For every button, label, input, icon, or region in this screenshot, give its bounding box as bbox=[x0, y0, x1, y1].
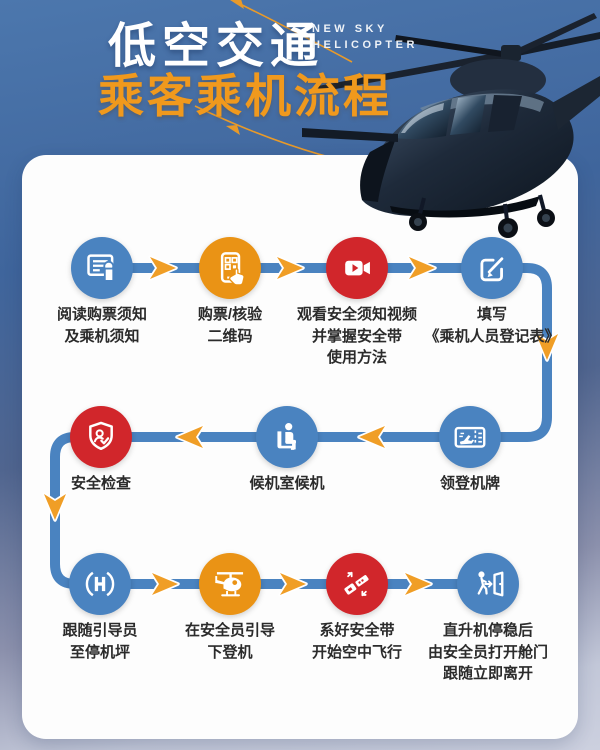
helicopter-image bbox=[302, 13, 600, 238]
step-board-helicopter-label: 在安全员引导 下登机 bbox=[184, 622, 275, 661]
seatbelt-icon bbox=[344, 571, 369, 597]
step-read-notice-circle bbox=[71, 237, 133, 299]
boarding-pass-icon bbox=[454, 426, 486, 448]
step-buy-ticket-label: 购票/核验 二维码 bbox=[197, 306, 263, 345]
helicopter-icon bbox=[215, 572, 244, 597]
waiting-seat-icon bbox=[277, 423, 296, 450]
brand-text: NEW SKY HELICOPTER bbox=[312, 21, 418, 53]
brand-line2: HELICOPTER bbox=[312, 39, 418, 51]
step-buy-ticket-circle bbox=[199, 237, 261, 299]
helipad-icon bbox=[85, 571, 115, 597]
step-read-notice-label: 阅读购票须知 及乘机须知 bbox=[56, 306, 147, 345]
step-fasten-seatbelt-label: 系好安全带 开始空中飞行 bbox=[311, 622, 402, 661]
step-safety-video-label: 观看安全须知视频 并掌握安全带 使用方法 bbox=[296, 306, 417, 366]
step-fill-form-circle bbox=[461, 237, 523, 299]
step-fasten-seatbelt-circle bbox=[326, 553, 388, 615]
poster-subtitle: 乘客乘机流程 bbox=[98, 70, 392, 122]
step-boarding-pass-label: 领登机牌 bbox=[439, 475, 500, 492]
security-shield-icon bbox=[89, 421, 113, 451]
poster-title: 低空交通 bbox=[108, 20, 325, 73]
step-fill-form-label: 填写 《乘机人员登记表》 bbox=[424, 306, 560, 345]
step-security-check-circle bbox=[70, 406, 132, 468]
step-safety-video-circle bbox=[326, 237, 388, 299]
step-waiting-room-circle bbox=[256, 406, 318, 468]
step-board-helicopter-circle bbox=[199, 553, 261, 615]
video-icon bbox=[345, 260, 370, 276]
exit-door-icon bbox=[477, 571, 504, 597]
step-helipad-label: 跟随引导员 至停机坪 bbox=[62, 622, 138, 661]
step-security-check-label: 安全检查 bbox=[70, 475, 131, 492]
edit-icon bbox=[480, 257, 504, 282]
step-exit-helicopter-label: 直升机停稳后 由安全员打开舱门 跟随立即离开 bbox=[427, 622, 548, 682]
step-helipad-circle bbox=[69, 553, 131, 615]
step-waiting-room-label: 候机室候机 bbox=[249, 475, 325, 492]
step-exit-helicopter-circle bbox=[457, 553, 519, 615]
brand-line1: NEW SKY bbox=[312, 23, 388, 35]
step-boarding-pass-circle bbox=[439, 406, 501, 468]
phone-qr-icon bbox=[220, 252, 245, 286]
document-icon bbox=[87, 254, 115, 282]
